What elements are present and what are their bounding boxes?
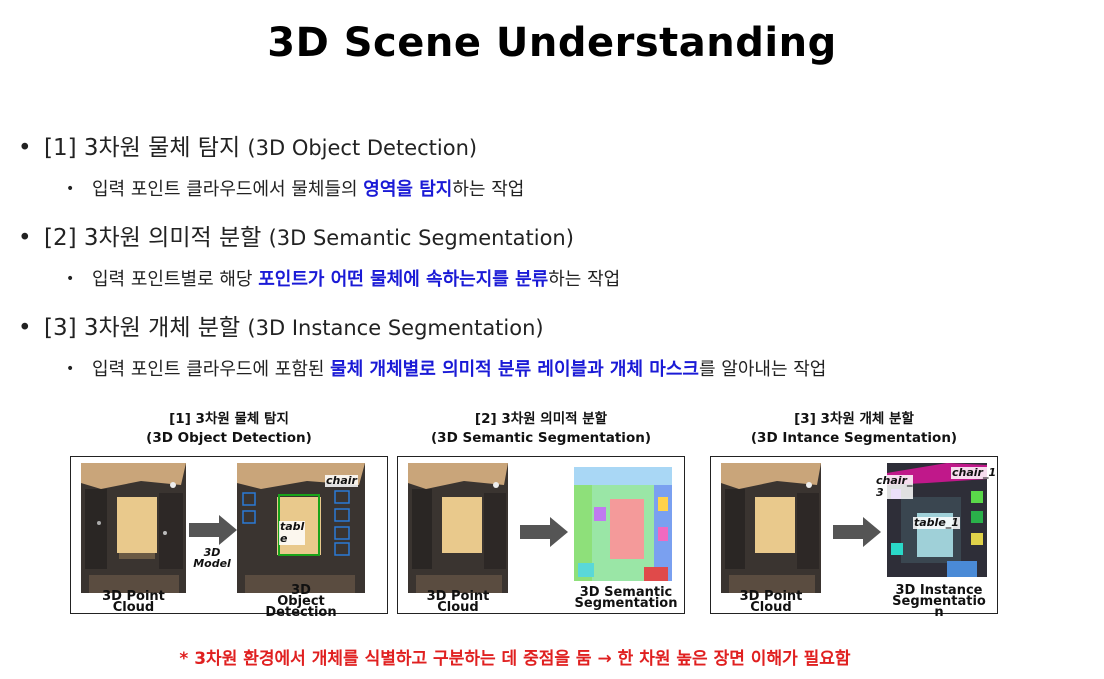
sub-bullet-object-detection: • 입력 포인트 클라우드에서 물체들의 영역을 탐지하는 작업 [66,175,524,201]
panel-title-line2: (3D Intance Segmentation) [750,430,958,446]
footnote: * 3차원 환경에서 개체를 식별하고 구분하는 데 중점을 둠 → 한 차원 … [179,649,851,669]
chair-1-label: chair_1 [951,466,998,479]
caption-detection: 3D Object Detection [265,583,337,620]
sub-bullet-text-post: 하는 작업 [548,269,621,290]
sub-bullet-text-pre: 입력 포인트 클라우드에서 물체들의 [92,179,364,200]
arrow-icon [833,517,881,551]
sub-bullet-dot: • [66,271,75,287]
bullet-heading-english: (3D Semantic Segmentation) [268,226,574,250]
bullet-object-detection: • [1] 3차원 물체 탐지 (3D Object Detection) [18,128,477,162]
caption-point-cloud: 3D Point Cloud [426,589,490,615]
panel-semantic-segmentation: 3D Point Cloud 3D Semantic Segmentation [397,456,685,614]
point-cloud-image [721,463,821,593]
panel-title-instance: [3] 3차원 개체 분할 (3D Intance Segmentation) [710,410,998,448]
sub-bullet-highlight: 포인트가 어떤 물체에 속하는지를 분류 [258,269,549,290]
sub-bullet-semantic-segmentation: • 입력 포인트별로 해당 포인트가 어떤 물체에 속하는지를 분류하는 작업 [66,265,620,291]
bullet-heading: [1] 3차원 물체 탐지 [44,135,248,161]
caption-instance: 3D Instance Segmentatio n [892,583,986,620]
semantic-result-image [574,467,672,591]
caption-point-cloud: 3D Point Cloud [739,589,803,615]
bullet-instance-segmentation: • [3] 3차원 개체 분할 (3D Instance Segmentation… [18,308,544,342]
panel-title-line1: [2] 3차원 의미적 분할 [474,411,608,427]
arrow-label: 3D Model [193,546,231,570]
bullet-heading-english: (3D Object Detection) [247,136,478,160]
panel-title-line1: [3] 3차원 개체 분할 [794,411,914,427]
bullet-heading-english: (3D Instance Segmentation) [247,316,544,340]
bullet-semantic-segmentation: • [2] 3차원 의미적 분할 (3D Semantic Segmentatio… [18,218,574,252]
sub-bullet-text-post: 를 알아내는 작업 [698,359,827,380]
chair-label: chair [325,474,358,487]
bullet-heading: [2] 3차원 의미적 분할 [44,225,269,251]
sub-bullet-text-pre: 입력 포인트별로 해당 [92,269,259,290]
arrow-icon [520,517,568,551]
panel-title-line1: [1] 3차원 물체 탐지 [169,411,289,427]
sub-bullet-instance-segmentation: • 입력 포인트 클라우드에 포함된 물체 개체별로 의미적 분류 레이블과 개체… [66,355,826,381]
panel-title-line2: (3D Object Detection) [146,430,312,446]
caption-semantic: 3D Semantic Segmentation [574,585,678,611]
panel-title-semantic: [2] 3차원 의미적 분할 (3D Semantic Segmentation… [397,410,685,448]
bullet-dot: • [18,135,32,161]
table-label: tabl e [279,520,306,545]
bullet-heading: [3] 3차원 개체 분할 [44,315,248,341]
sub-bullet-highlight: 영역을 탐지 [363,179,453,200]
point-cloud-image [81,463,186,593]
bullet-dot: • [18,315,32,341]
panel-instance-segmentation: chair_1 chair_ 3 table_1 3D Point Cloud … [710,456,998,619]
arrow-icon [189,515,237,549]
sub-bullet-dot: • [66,361,75,377]
sub-bullet-text-pre: 입력 포인트 클라우드에 포함된 [92,359,331,380]
chair-3-label: chair_ 3 [875,474,914,499]
sub-bullet-dot: • [66,181,75,197]
panel-object-detection: 3D Model chair tabl e 3D Point Cloud 3D … [70,456,388,619]
page-title: 3D Scene Understanding [267,20,837,66]
table-1-label: table_1 [913,516,960,529]
panel-title-detection: [1] 3차원 물체 탐지 (3D Object Detection) [70,410,388,448]
point-cloud-image [408,463,508,593]
panel-title-line2: (3D Semantic Segmentation) [431,430,651,446]
bullet-dot: • [18,225,32,251]
sub-bullet-text-post: 하는 작업 [452,179,525,200]
sub-bullet-highlight: 물체 개체별로 의미적 분류 레이블과 개체 마스크 [330,359,699,380]
caption-point-cloud: 3D Point Cloud [102,589,165,615]
